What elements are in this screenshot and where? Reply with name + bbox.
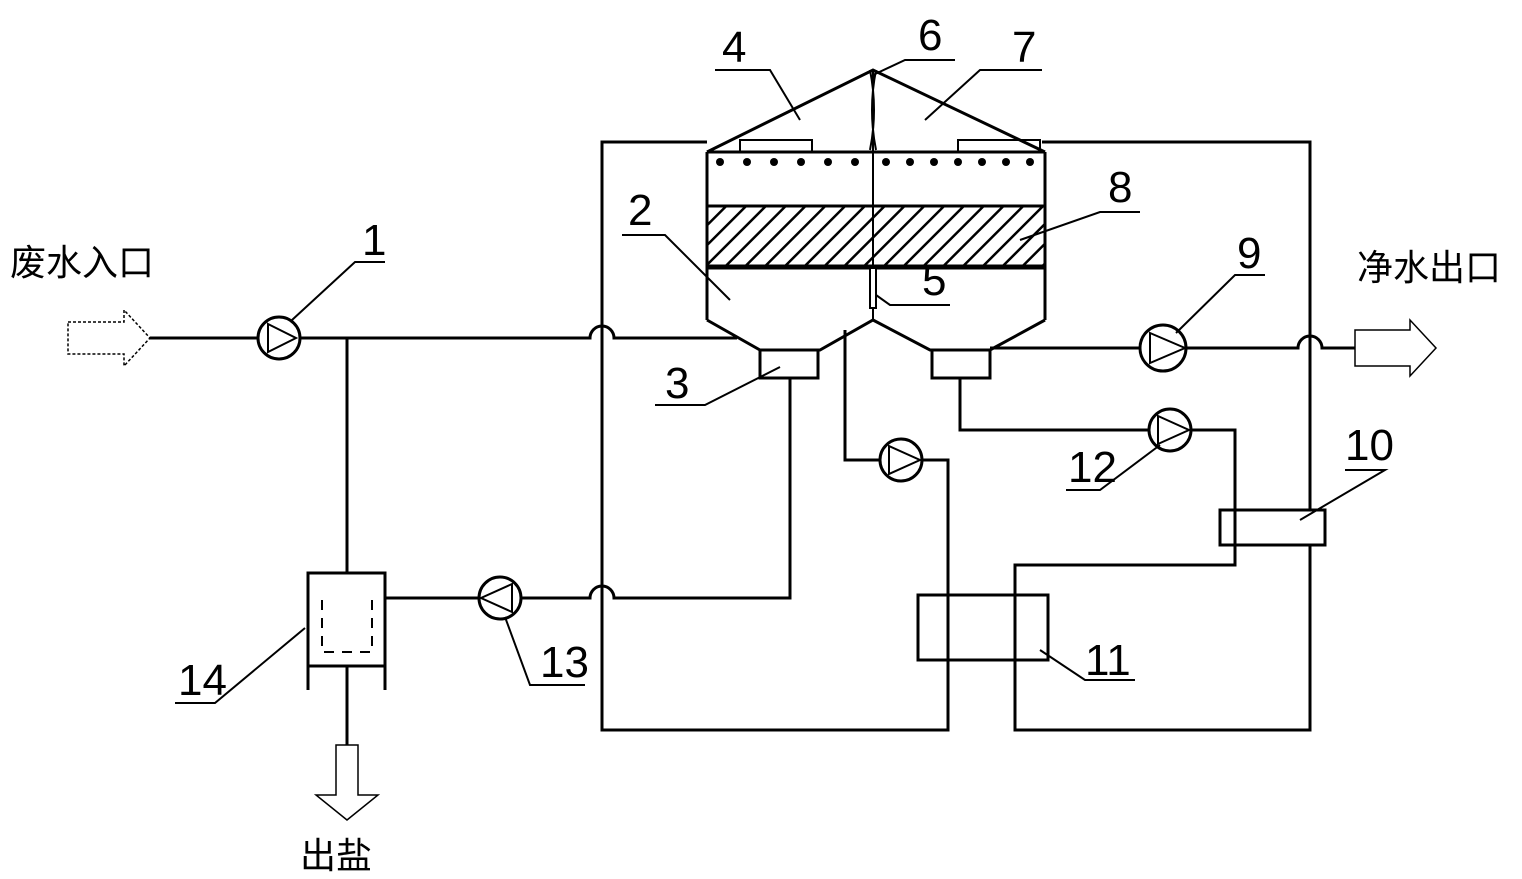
right-loop-pipe [1013,140,1312,732]
label-3: 3 [665,359,689,408]
center-divider [869,69,877,320]
pump-9 [1138,323,1188,373]
circulation-pipe-left [843,330,880,462]
salt-outlet-label: 出盐 [300,836,372,877]
inlet-pipe [150,324,737,573]
pump-1 [256,315,302,361]
label-6: 6 [918,11,942,60]
wastewater-inlet-label: 废水入口 [10,243,154,284]
circulation-pipe-right [958,378,1148,432]
outlet-box-right [930,348,992,380]
label-8: 8 [1108,163,1132,212]
label-11: 11 [1085,636,1131,685]
label-13: 13 [540,638,589,687]
clean-water-pipe [990,334,1355,350]
label-12: 12 [1068,443,1117,492]
label-2: 2 [628,186,652,235]
clean-water-outlet-label: 净水出口 [1357,248,1501,289]
pump-12 [1147,407,1193,453]
label-7: 7 [1012,23,1036,72]
roof-inlets [739,139,1041,152]
label-5: 5 [922,256,946,305]
label-4: 4 [722,23,746,72]
inlet-arrow-icon [67,308,152,368]
label-9: 9 [1237,229,1261,278]
pump-13 [477,575,523,621]
heat-exchanger-10 [1218,508,1327,547]
leader-lines [175,59,1389,704]
label-10: 10 [1345,421,1394,470]
label-1: 1 [362,216,386,265]
outlet-arrow-icon [1354,318,1438,378]
pump-circulation [878,437,924,483]
spray-nozzles [716,158,1034,166]
heat-exchanger-11 [916,593,1050,662]
salt-pipe [385,378,792,600]
salt-arrow-icon [313,744,381,821]
left-loop-pipe [600,140,950,732]
crystallizer-14 [306,571,387,745]
packing-layer [705,204,1047,268]
label-14: 14 [178,656,227,705]
